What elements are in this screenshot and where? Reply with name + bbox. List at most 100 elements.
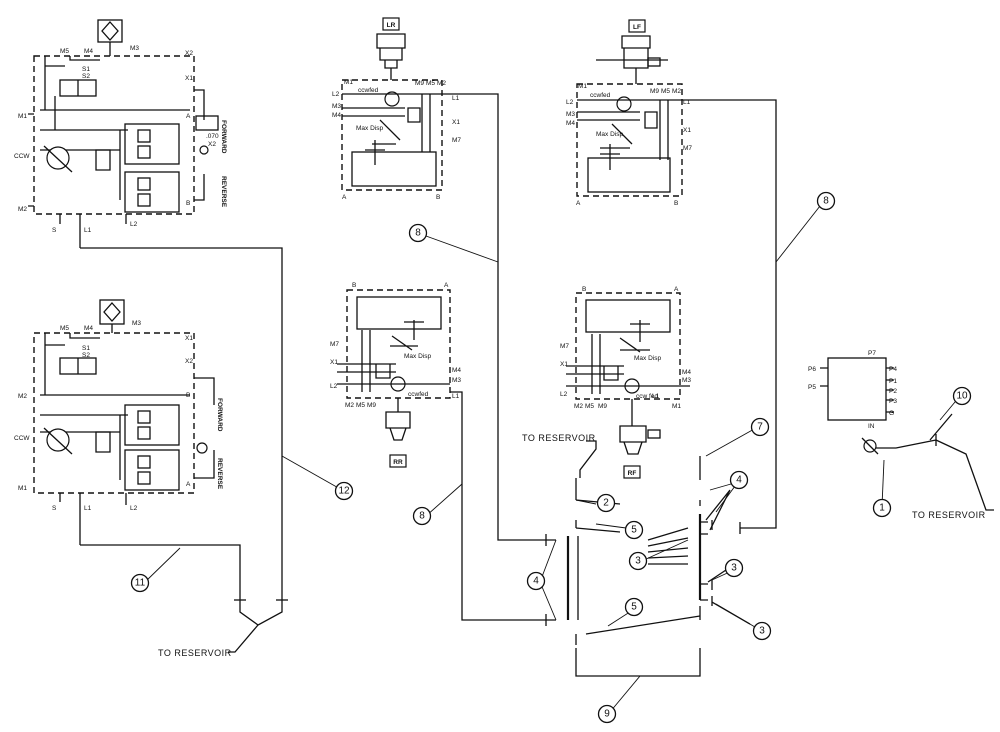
lr-ccwfed: ccwfed [358,87,379,94]
callout-9: 9 [597,704,617,724]
rf-port-l2: L2 [560,391,568,398]
port-m5-bottom: M5 [60,325,69,332]
lf-maxdisp: Max Disp [596,131,623,138]
svg-text:10: 10 [956,391,968,402]
motor-lr: LR M1 L2 M3 M4 M9 M5 M2 L1 X1 M7 A B ccw… [332,17,548,541]
port-b-bottom: B [186,392,190,399]
motor-lf: LF M1 L2 M3 M4 M9 M5 M2 L1 X1 M7 A B ccw… [566,19,777,529]
port-l1-top: L1 [84,227,92,234]
p7-title: P7 [868,350,876,357]
tag-box-rf [623,465,641,479]
reservoir-lines-left: TO RESERVOIR [158,599,288,658]
port-s-bottom: S [52,505,57,512]
port-a-top: A [186,113,191,120]
callout-4a: 4 [526,571,546,591]
lf-port-m4: M4 [566,120,575,127]
tag-lf: LF [633,24,641,31]
svg-text:5: 5 [631,525,637,536]
lr-maxdisp: Max Disp [356,125,383,132]
to-reservoir-center: TO RESERVOIR [522,433,596,443]
rf-port-b: B [582,286,586,293]
tag-lr: LR [387,22,396,29]
svg-text:8: 8 [415,228,421,239]
lr-port-m3: M3 [332,103,341,110]
lr-port-m9: M9 [415,80,424,87]
svg-text:3: 3 [759,626,765,637]
port-s-top: S [52,227,57,234]
rr-port-m2: M2 [345,402,354,409]
lr-port-m2: M2 [437,80,446,87]
rr-port-a: A [444,282,449,289]
lr-port-b: B [436,194,440,201]
svg-text:3: 3 [731,563,737,574]
rf-port-l1: L1 [652,393,660,400]
callout-5a: 5 [624,520,644,540]
port-m3-top: M3 [130,45,139,52]
lf-port-m1: M1 [578,83,587,90]
lf-port-m2: M2 [672,88,681,95]
svg-text:8: 8 [419,511,425,522]
rr-port-m7: M7 [330,341,339,348]
relief-block-4 [124,449,180,491]
callout-8a: 8 [408,223,428,243]
p7-block: P7 P6 P5 P4 P1 P2 P3 G IN TO RESERVOIR [808,350,994,520]
lf-port-m9: M9 [650,88,659,95]
lr-port-a: A [342,194,347,201]
p7-port-p1: P1 [889,378,897,385]
port-l1-bottom: L1 [84,505,92,512]
svg-text:12: 12 [338,486,350,497]
callout-8c: 8 [412,506,432,526]
lr-port-m7: M7 [452,137,461,144]
relief-block-1 [124,123,180,165]
rr-port-l1: L1 [452,393,460,400]
motor-rr: RR B A M7 X1 L2 M2 M5 M9 M4 M3 L1 ccwfed… [330,282,548,621]
port-m4-bottom: M4 [84,325,93,332]
rr-maxdisp: Max Disp [404,353,431,360]
callout-3c: 3 [752,621,772,641]
port-m5-top: M5 [60,48,69,55]
port-s1-top: S1 [82,66,90,73]
lr-port-l2: L2 [332,91,340,98]
port-m3-bottom: M3 [132,320,141,327]
lf-ccwfed: ccwfed [590,92,611,99]
rf-port-m2: M2 [574,403,583,410]
callout-7: 7 [750,417,770,437]
rf-port-m3: M3 [682,377,691,384]
callout-8b: 8 [816,191,836,211]
relief-block-3 [124,404,180,446]
callout-3b: 3 [724,558,744,578]
svg-text:11: 11 [135,578,146,589]
svg-text:2: 2 [603,498,609,509]
rf-port-m7: M7 [560,343,569,350]
lf-port-x1: X1 [683,127,691,134]
rr-port-m5: M5 [356,402,365,409]
tag-box-lr [382,17,400,31]
rf-port-a: A [674,286,679,293]
lr-port-x1: X1 [452,119,460,126]
port-x1-bottom: X1 [185,335,193,342]
port-m2-top: M2 [18,206,27,213]
forward-label-bottom: FORWARD [216,398,223,432]
relief-block-2 [124,171,180,213]
rf-port-m1: M1 [672,403,681,410]
callout-11: 11 [130,573,150,593]
motor-rf: RF B A M7 X1 L2 M2 M5 M9 M4 M3 L1 M1 ccw… [560,286,691,479]
svg-text:7: 7 [757,422,763,433]
rr-port-m3: M3 [452,377,461,384]
p7-port-p4: P4 [889,366,897,373]
p7-port-p5: P5 [808,384,816,391]
pump-top: M5 M4 M3 X2 X1 S1 S2 M1 CCW M2 S L1 L2 A… [14,19,283,600]
svg-text:4: 4 [736,475,742,486]
lf-port-b: B [674,200,678,207]
tag-rr: RR [393,459,403,466]
lr-port-m1: M1 [344,79,353,86]
svg-text:4: 4 [533,576,539,587]
lr-port-m4: M4 [332,112,341,119]
port-ccw-bottom: CCW [14,435,30,442]
to-reservoir-left: TO RESERVOIR [158,648,232,658]
lr-port-l1: L1 [452,95,460,102]
port-s2-bottom: S2 [82,352,90,359]
reverse-label-bottom: REVERSE [216,458,223,490]
orifice-value: .070 [206,133,219,140]
